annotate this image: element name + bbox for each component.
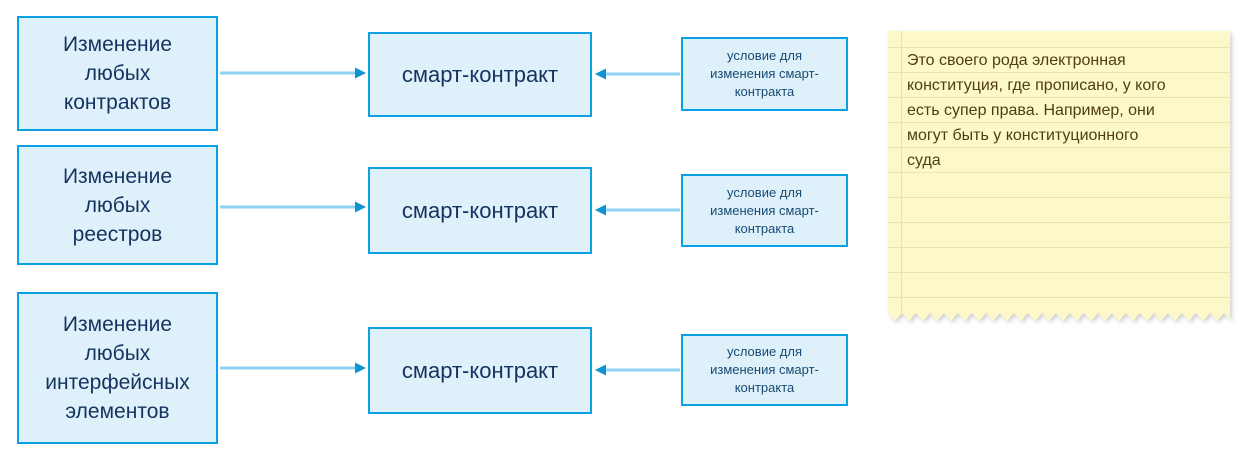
- node-change-any-registries: Изменение любых реестров: [17, 145, 218, 265]
- node-label: Изменение любых реестров: [62, 164, 173, 246]
- node-label: условие для изменения смарт- контракта: [710, 48, 819, 99]
- note-torn-edge: [888, 313, 1230, 321]
- node-label: Изменение любых интерфейсных элементов: [45, 313, 190, 423]
- node-change-condition-3: условие для изменения смарт- контракта: [681, 334, 848, 406]
- node-label: Изменение любых контрактов: [62, 33, 173, 114]
- sticky-note-paper: Это своего рода электронная конституция,…: [888, 31, 1230, 313]
- arrow-left-icon: [595, 364, 680, 376]
- arrow-right-icon: [220, 201, 366, 213]
- node-smart-contract-2: смарт-контракт: [368, 167, 592, 254]
- node-change-condition-1: условие для изменения смарт- контракта: [681, 37, 848, 111]
- arrow-left-icon: [595, 204, 680, 216]
- sticky-note: Это своего рода электронная конституция,…: [888, 31, 1230, 322]
- arrow-right-icon: [220, 67, 366, 79]
- node-label: смарт-контракт: [401, 61, 559, 87]
- node-label: смарт-контракт: [401, 357, 559, 383]
- node-change-condition-2: условие для изменения смарт- контракта: [681, 174, 848, 247]
- arrow-right-icon: [220, 362, 366, 374]
- node-change-any-contracts: Изменение любых контрактов: [17, 16, 218, 131]
- node-label: смарт-контракт: [401, 197, 559, 223]
- arrow-left-icon: [595, 68, 680, 80]
- note-margin-line: [901, 31, 902, 313]
- node-smart-contract-1: смарт-контракт: [368, 32, 592, 117]
- node-smart-contract-3: смарт-контракт: [368, 327, 592, 414]
- node-label: условие для изменения смарт- контракта: [710, 184, 819, 236]
- node-label: условие для изменения смарт- контракта: [710, 344, 819, 395]
- node-change-any-interface-elements: Изменение любых интерфейсных элементов: [17, 292, 218, 444]
- note-text: Это своего рода электронная конституция,…: [907, 52, 1166, 169]
